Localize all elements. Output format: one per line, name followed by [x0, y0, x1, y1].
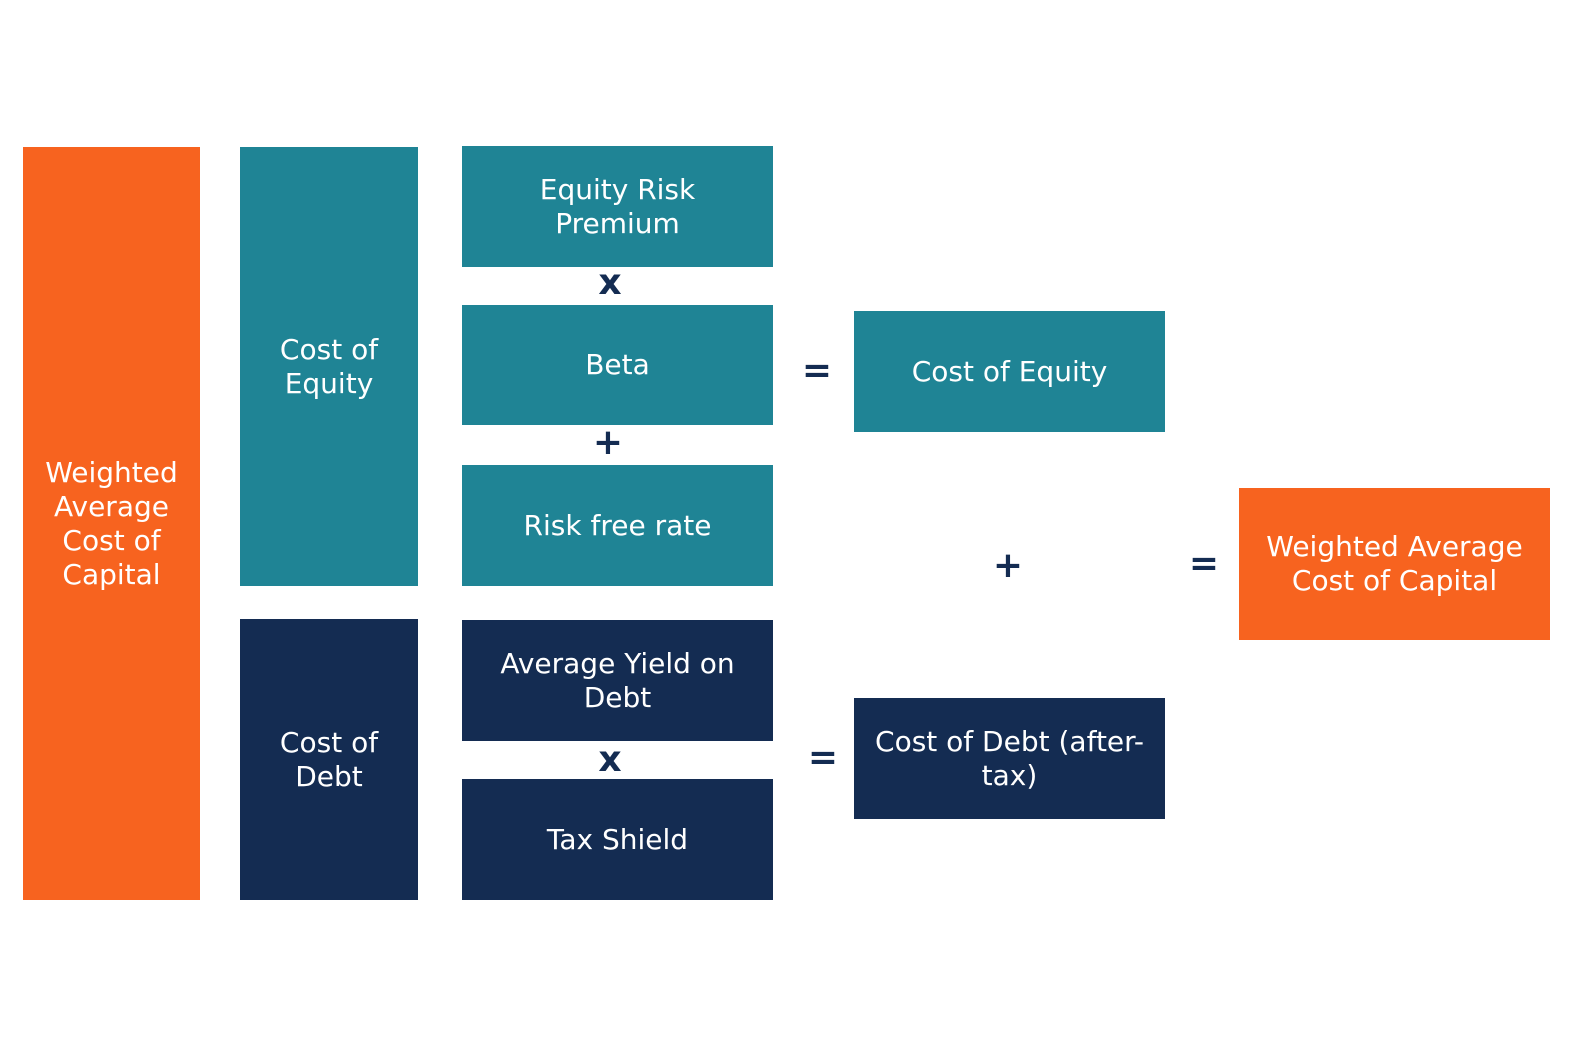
cost-of-debt-result-box: Cost of Debt (after- tax): [854, 698, 1165, 819]
multiply-operator: x: [598, 739, 622, 780]
wacc-column-line: Capital: [62, 557, 161, 591]
equity-risk-premium-label: Equity Risk Premium: [539, 172, 696, 240]
cost-of-equity-result-box: Cost of Equity: [854, 311, 1165, 432]
risk-free-rate-box: Risk free rate: [462, 465, 773, 586]
plus-operator: +: [592, 422, 624, 463]
average-yield-line: Average Yield on: [500, 646, 735, 680]
wacc-result-line: Weighted Average: [1266, 530, 1523, 563]
wacc-column-line: Cost of: [62, 523, 161, 557]
cost-of-equity-column-box: Cost of Equity: [240, 147, 418, 586]
cost-of-debt-result-line: tax): [981, 758, 1038, 792]
wacc-column-box: Weighted Average Cost of Capital: [23, 147, 200, 900]
risk-free-rate-label: Risk free rate: [523, 508, 712, 542]
cost-of-debt-column-line: Cost of: [279, 725, 379, 759]
wacc-result-box: Weighted Average Cost of Capital: [1239, 488, 1550, 640]
multiply-operator: x: [598, 262, 622, 303]
cost-of-equity-column-line: Cost of: [279, 332, 379, 366]
plus-operator: +: [992, 545, 1024, 586]
equals-operator: =: [801, 350, 833, 391]
beta-box: Beta: [462, 305, 773, 425]
beta-label: Beta: [585, 348, 650, 381]
cost-of-debt-column-line: Debt: [295, 759, 363, 793]
cost-of-debt-column-box: Cost of Debt: [240, 619, 418, 900]
equity-risk-premium-box: Equity Risk Premium: [462, 146, 773, 267]
equals-operator: =: [1188, 543, 1220, 584]
cost-of-equity-column-line: Equity: [284, 366, 374, 400]
wacc-column-line: Average: [54, 489, 169, 523]
tax-shield-box: Tax Shield: [462, 779, 773, 900]
equals-operator: =: [807, 737, 839, 778]
wacc-result-line: Cost of Capital: [1291, 564, 1498, 597]
average-yield-on-debt-box: Average Yield on Debt: [462, 620, 773, 741]
cost-of-equity-result-label: Cost of Equity: [911, 354, 1108, 388]
average-yield-line: Debt: [583, 680, 652, 714]
wacc-column-line: Weighted: [45, 455, 178, 489]
tax-shield-label: Tax Shield: [546, 822, 689, 856]
cost-of-debt-result-line: Cost of Debt (after-: [875, 724, 1144, 758]
